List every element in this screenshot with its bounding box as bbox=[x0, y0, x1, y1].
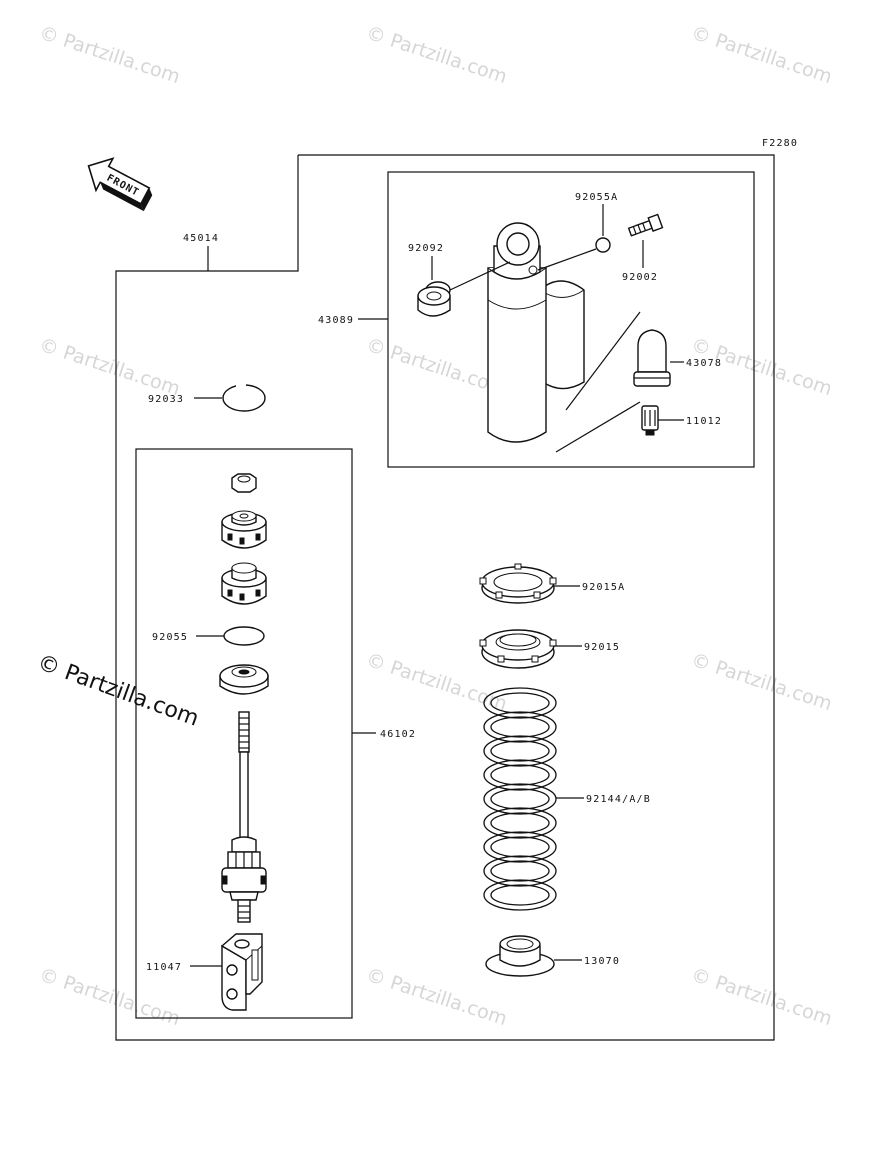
part-92055-oring bbox=[223, 626, 265, 646]
label-92033: 92033 bbox=[148, 394, 184, 405]
part-92092-collar bbox=[417, 281, 451, 317]
part-92015-nut bbox=[479, 629, 557, 669]
part-92055A-oring bbox=[595, 237, 611, 253]
label-92002: 92002 bbox=[622, 272, 658, 283]
label-92015A: 92015A bbox=[582, 582, 625, 593]
leader-92092-axis bbox=[449, 261, 511, 291]
front-arrow-icon: FRONT bbox=[87, 157, 153, 212]
watermark: © Partzilla.com bbox=[363, 22, 509, 88]
part-92015A-nut bbox=[479, 563, 557, 604]
label-92055: 92055 bbox=[152, 632, 188, 643]
diagram-code: F2280 bbox=[762, 138, 798, 149]
part-bump-stop bbox=[219, 664, 269, 695]
label-92055A: 92055A bbox=[575, 192, 618, 203]
watermark: © Partzilla.com bbox=[36, 964, 182, 1030]
label-11012: 11012 bbox=[686, 416, 722, 427]
watermark: © Partzilla.com bbox=[688, 22, 834, 88]
label-11047: 11047 bbox=[146, 962, 182, 973]
part-92144-spring bbox=[483, 687, 557, 911]
leader-92055A-axis bbox=[537, 248, 597, 271]
part-11047-clevis bbox=[220, 933, 263, 1011]
part-11012-valve-cap bbox=[641, 405, 659, 436]
part-92033-snap-ring bbox=[222, 382, 266, 412]
label-46102: 46102 bbox=[380, 729, 416, 740]
label-92144AB: 92144/A/B bbox=[586, 794, 651, 805]
assembly-outline-45014 bbox=[115, 154, 775, 1041]
shock-body bbox=[487, 222, 547, 443]
label-45014: 45014 bbox=[183, 233, 219, 244]
watermark-dark: © Partzilla.com bbox=[34, 650, 202, 732]
label-92015: 92015 bbox=[584, 642, 620, 653]
watermark: © Partzilla.com bbox=[36, 334, 182, 400]
watermark: © Partzilla.com bbox=[688, 964, 834, 1030]
part-valve-1 bbox=[221, 510, 267, 549]
label-43078: 43078 bbox=[686, 358, 722, 369]
ref-line-upper bbox=[565, 311, 641, 411]
part-13070-guide bbox=[485, 935, 555, 977]
watermark: © Partzilla.com bbox=[36, 22, 182, 88]
part-nut bbox=[231, 473, 257, 493]
part-valve-2 bbox=[221, 562, 267, 605]
label-92092: 92092 bbox=[408, 243, 444, 254]
label-13070: 13070 bbox=[584, 956, 620, 967]
part-43078-cap bbox=[633, 329, 671, 387]
watermark: © Partzilla.com bbox=[688, 649, 834, 715]
ref-line-lower bbox=[555, 401, 641, 453]
label-43089: 43089 bbox=[318, 315, 354, 326]
part-92002-bolt bbox=[627, 213, 664, 237]
watermarks: © Partzilla.com © Partzilla.com © Partzi… bbox=[36, 22, 834, 1030]
part-piston-rod bbox=[221, 711, 267, 923]
reservoir bbox=[539, 280, 585, 390]
watermark: © Partzilla.com bbox=[363, 964, 509, 1030]
